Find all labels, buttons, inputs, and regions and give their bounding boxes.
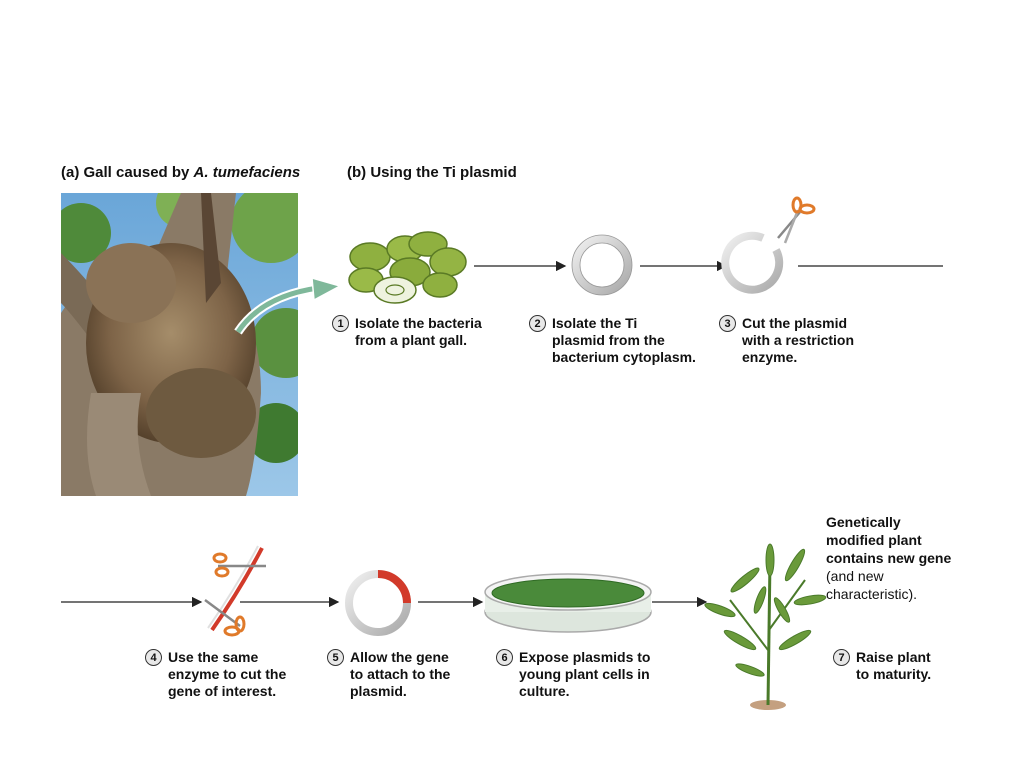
callout-arrow bbox=[234, 283, 319, 335]
step-1-label: Isolate the bacteria from a plant gall. bbox=[355, 315, 482, 348]
step-5-number: 5 bbox=[327, 649, 344, 666]
scissors-icon bbox=[777, 196, 816, 244]
step-6-label: Expose plasmids to young plant cells in … bbox=[519, 649, 651, 699]
panel-a-prefix: (a) Gall caused by bbox=[61, 164, 194, 181]
panel-b-title: (b) Using the Ti plasmid bbox=[347, 164, 517, 181]
petri-dish bbox=[484, 573, 652, 633]
result-caption-bold: Genetically modified plant contains new … bbox=[826, 514, 952, 566]
bacteria-cluster bbox=[348, 231, 467, 304]
cut-plasmid bbox=[721, 231, 784, 294]
panel-a-title: (a) Gall caused by A. tumefaciens bbox=[61, 164, 300, 181]
gene-of-interest bbox=[204, 545, 266, 637]
step-4-label: Use the same enzyme to cut the gene of i… bbox=[168, 649, 287, 699]
gall-photo bbox=[61, 193, 298, 496]
step-1-number: 1 bbox=[332, 315, 349, 332]
step-5-label: Allow the gene to attach to the plasmid. bbox=[350, 649, 451, 699]
plant-illustration bbox=[704, 543, 827, 710]
step-7-label: Raise plant to maturity. bbox=[856, 649, 932, 682]
panel-a-species: A. tumefaciens bbox=[193, 164, 301, 181]
step-2-label: Isolate the Ti plasmid from the bacteriu… bbox=[552, 315, 696, 365]
step-7-number: 7 bbox=[833, 649, 850, 666]
step-3-label: Cut the plasmid with a restriction enzym… bbox=[742, 315, 855, 365]
step-2-number: 2 bbox=[529, 315, 546, 332]
step-6-number: 6 bbox=[496, 649, 513, 666]
step-4-number: 4 bbox=[145, 649, 162, 666]
result-caption-normal: (and new characteristic). bbox=[826, 568, 918, 602]
step-3-number: 3 bbox=[719, 315, 736, 332]
ti-plasmid bbox=[572, 235, 632, 295]
result-caption: Genetically modified plant contains new … bbox=[826, 513, 956, 603]
